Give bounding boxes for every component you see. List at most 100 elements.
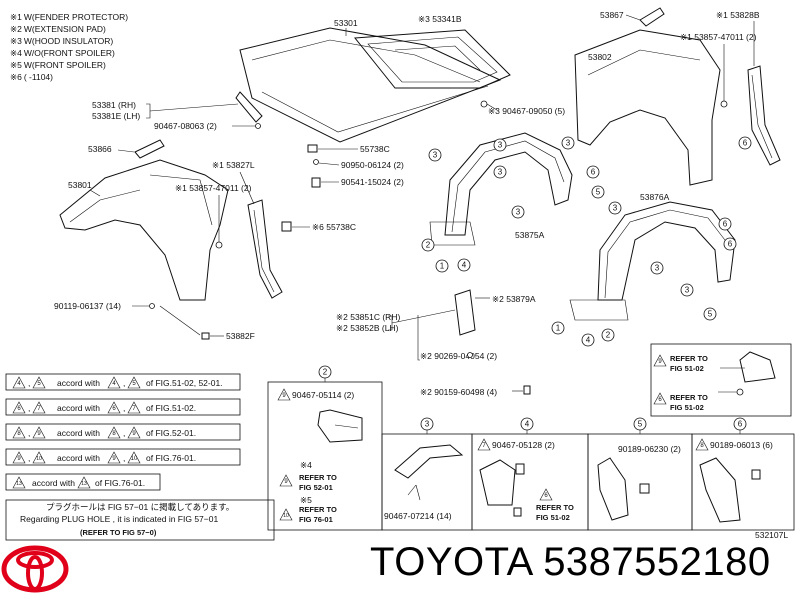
- label-liner-53875a: 53875A: [515, 230, 545, 240]
- svg-text:13: 13: [16, 481, 22, 487]
- svg-text:90189-06230 (2): 90189-06230 (2): [618, 444, 681, 454]
- svg-text:※4W/O(FRONT SPOILER): ※4W/O(FRONT SPOILER): [10, 48, 115, 58]
- detail-panel-5: 5 90189-06230 (2): [587, 417, 693, 531]
- svg-text:90467-07214 (14): 90467-07214 (14): [384, 511, 452, 521]
- svg-text:3: 3: [516, 208, 521, 217]
- svg-text:3: 3: [498, 141, 503, 150]
- svg-text:REFER TO: REFER TO: [536, 503, 574, 512]
- detail-right-box: 9 REFER TO FIG 51-02 6 REFER TO FIG 51-0…: [650, 343, 792, 417]
- svg-text:8: 8: [700, 443, 704, 449]
- detail-panel-4: 4 7 90467-05128 (2) 6 REFER TO FIG 51-02: [471, 417, 589, 531]
- svg-text:3: 3: [566, 139, 571, 148]
- svg-text:REFER TO: REFER TO: [670, 393, 708, 402]
- label-hood-support-lh: 53381E (LH): [92, 111, 140, 121]
- label-retainer-09050: ※3 90467-09050 (5): [488, 106, 565, 116]
- svg-text:1: 1: [556, 324, 561, 333]
- brand-caption: TOYOTA 5387552180: [370, 540, 771, 585]
- svg-text:6: 6: [658, 397, 662, 403]
- label-shield-lh: ※2 53852B (LH): [336, 323, 399, 333]
- brand-part-number: 5387552180: [543, 540, 771, 584]
- svg-text:FIG 51-02: FIG 51-02: [670, 403, 704, 412]
- svg-text:10: 10: [283, 513, 289, 519]
- svg-text:6: 6: [743, 139, 748, 148]
- svg-text:※2W(EXTENSION PAD): ※2W(EXTENSION PAD): [10, 24, 106, 34]
- svg-text:,: ,: [123, 428, 125, 438]
- svg-text:9: 9: [37, 431, 41, 437]
- svg-text:3: 3: [425, 420, 430, 429]
- svg-text:FIG 52-01: FIG 52-01: [299, 483, 333, 492]
- plug-hole-note: プラグホールは FIG 57−01 に掲載してあります。 Regarding P…: [5, 499, 275, 541]
- label-pad-53879a: ※2 53879A: [492, 294, 536, 304]
- label-retainer-06124: 90950-06124 (2): [341, 160, 404, 170]
- detail-panel-3: 3 90467-07214 (14): [381, 417, 473, 531]
- svg-text:3: 3: [498, 168, 503, 177]
- svg-text:3: 3: [613, 204, 618, 213]
- svg-text:2: 2: [426, 241, 431, 250]
- svg-text:※4: ※4: [300, 460, 312, 470]
- svg-text:of FIG.76-01.: of FIG.76-01.: [146, 453, 196, 463]
- hood-insulator-drawing: [354, 29, 511, 89]
- svg-text:7: 7: [132, 406, 136, 412]
- svg-text:9: 9: [17, 456, 21, 462]
- svg-text:※3W(HOOD INSULATOR): ※3W(HOOD INSULATOR): [10, 36, 113, 46]
- svg-text:of FIG.52-01.: of FIG.52-01.: [146, 428, 196, 438]
- svg-text:4: 4: [17, 381, 21, 387]
- svg-text:6: 6: [112, 406, 116, 412]
- seal-lh-drawing: [247, 199, 283, 299]
- svg-text:4: 4: [462, 261, 467, 270]
- svg-text:5: 5: [132, 381, 136, 387]
- svg-text:4: 4: [112, 381, 116, 387]
- svg-text:accord with: accord with: [57, 453, 100, 463]
- svg-text:6: 6: [591, 168, 596, 177]
- svg-text:3: 3: [655, 264, 660, 273]
- brand-name: TOYOTA: [370, 540, 532, 584]
- svg-text:7: 7: [482, 443, 486, 449]
- svg-text:4: 4: [586, 336, 591, 345]
- svg-text:8: 8: [17, 431, 21, 437]
- accord-row-5: 13 accord with 13 of FIG.76-01.: [12, 476, 145, 489]
- svg-text:プラグホールは FIG 57−01 に掲載してあります。: プラグホールは FIG 57−01 に掲載してあります。: [46, 502, 234, 512]
- liner-53876a-drawing: [569, 201, 736, 321]
- svg-text:,: ,: [28, 403, 30, 413]
- svg-text:2: 2: [606, 331, 611, 340]
- svg-text:1: 1: [440, 262, 445, 271]
- fender-lh-drawing: [59, 159, 229, 301]
- label-clip-53882f: 53882F: [226, 331, 255, 341]
- accord-row-1: 4 , 5 accord with 4 , 5 of FIG.51-02, 52…: [12, 376, 223, 389]
- svg-text:6: 6: [723, 220, 728, 229]
- hood-support-drawing: [235, 91, 263, 123]
- svg-text:FIG 51-02: FIG 51-02: [536, 513, 570, 522]
- label-clip-47011-l: ※1 53857-47011 (2): [175, 183, 252, 193]
- accord-row-2: 6 , 7 accord with 6 , 7 of FIG.51-02.: [12, 401, 196, 414]
- svg-text:※5: ※5: [300, 495, 312, 505]
- svg-text:9: 9: [282, 393, 286, 399]
- detail-panel-2: 2 9 90467-05114 (2) ※4 9 REFER TO FIG 52…: [267, 365, 383, 531]
- svg-text:accord with: accord with: [57, 403, 100, 413]
- label-hood-support-rh: 53381 (RH): [92, 100, 136, 110]
- svg-text:REFER TO: REFER TO: [670, 354, 708, 363]
- accord-table: [5, 373, 241, 491]
- svg-text:10: 10: [131, 456, 138, 462]
- svg-text:9: 9: [284, 479, 288, 485]
- svg-text:,: ,: [28, 453, 30, 463]
- svg-text:REFER TO: REFER TO: [299, 473, 337, 482]
- svg-text:5: 5: [708, 310, 713, 319]
- label-liner-53876a: 53876A: [640, 192, 670, 202]
- svg-text:6: 6: [544, 493, 548, 499]
- svg-text:accord with: accord with: [57, 378, 100, 388]
- svg-text:6: 6: [728, 240, 733, 249]
- svg-text:,: ,: [28, 428, 30, 438]
- svg-text:9: 9: [658, 359, 662, 365]
- svg-text:9: 9: [112, 456, 116, 462]
- svg-text:9: 9: [132, 431, 136, 437]
- svg-text:7: 7: [37, 406, 41, 412]
- shield-drawing: [454, 289, 476, 336]
- svg-text:3: 3: [685, 286, 690, 295]
- label-fender-lh: 53801: [68, 180, 92, 190]
- svg-text:6: 6: [738, 420, 743, 429]
- svg-text:※6( -1104): ※6( -1104): [10, 72, 53, 82]
- svg-text:5: 5: [638, 420, 643, 429]
- svg-text:6: 6: [17, 406, 21, 412]
